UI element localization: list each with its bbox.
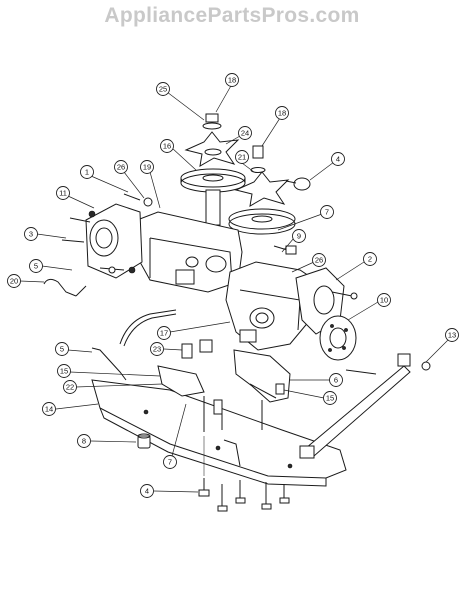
svg-text:4: 4 xyxy=(336,155,340,164)
svg-text:19: 19 xyxy=(143,163,151,172)
nut-8[interactable] xyxy=(137,433,151,449)
svg-text:2: 2 xyxy=(368,255,372,264)
callout-3[interactable]: 3 xyxy=(24,227,67,241)
callout-22[interactable]: 22 xyxy=(63,380,163,394)
axle-flange-10[interactable] xyxy=(319,315,357,361)
callout-11[interactable]: 11 xyxy=(56,186,95,209)
svg-text:14: 14 xyxy=(45,405,53,414)
pulley-16[interactable] xyxy=(180,168,246,226)
callout-5[interactable]: 5 xyxy=(55,342,93,356)
callout-10[interactable]: 10 xyxy=(347,293,391,321)
callout-26[interactable]: 26 xyxy=(114,160,145,199)
callout-16[interactable]: 16 xyxy=(160,139,197,171)
left-transmission-housing[interactable] xyxy=(131,211,243,293)
callout-4[interactable]: 4 xyxy=(140,484,199,498)
clip-15[interactable] xyxy=(213,383,285,415)
vertical-bolts[interactable] xyxy=(203,396,263,476)
callout-15[interactable]: 15 xyxy=(283,389,337,405)
right-transmission-housing[interactable] xyxy=(225,261,319,351)
callout-19[interactable]: 19 xyxy=(140,160,161,209)
svg-text:5: 5 xyxy=(60,345,64,354)
knob-4[interactable] xyxy=(285,177,311,191)
bracket-22[interactable] xyxy=(157,365,205,397)
fan-blade-24[interactable] xyxy=(184,131,240,167)
svg-text:3: 3 xyxy=(29,230,33,239)
svg-text:16: 16 xyxy=(163,142,171,151)
svg-text:20: 20 xyxy=(10,277,18,286)
left-cover-plate-11[interactable] xyxy=(85,203,143,279)
rod-20[interactable] xyxy=(43,278,87,297)
callout-24[interactable]: 24 xyxy=(225,126,252,145)
svg-text:10: 10 xyxy=(380,296,388,305)
svg-text:21: 21 xyxy=(238,153,246,162)
callout-20[interactable]: 20 xyxy=(7,274,45,288)
svg-text:24: 24 xyxy=(241,129,249,138)
callout-26[interactable]: 26 xyxy=(291,253,326,273)
callout-18[interactable]: 18 xyxy=(215,73,239,113)
nut-washer-25[interactable] xyxy=(202,113,222,130)
svg-text:9: 9 xyxy=(297,232,301,241)
callout-17[interactable]: 17 xyxy=(157,321,231,340)
callouts: 18 25 24 18 16 21 4 1 xyxy=(7,73,459,498)
callout-4[interactable]: 4 xyxy=(309,152,345,181)
svg-text:18: 18 xyxy=(228,76,236,85)
callout-23[interactable]: 23 xyxy=(150,342,183,356)
callout-1[interactable]: 1 xyxy=(80,165,129,193)
svg-text:26: 26 xyxy=(315,256,323,265)
callout-15[interactable]: 15 xyxy=(57,364,161,378)
site-watermark: AppliancePartsPros.com xyxy=(104,4,360,27)
callout-9[interactable]: 9 xyxy=(281,229,306,253)
callout-18[interactable]: 18 xyxy=(261,106,289,147)
bolts-left[interactable] xyxy=(61,193,153,274)
mounting-plate-14[interactable] xyxy=(91,379,347,487)
callout-14[interactable]: 14 xyxy=(42,402,99,416)
svg-text:8: 8 xyxy=(82,437,86,446)
svg-text:1: 1 xyxy=(85,168,89,177)
hydraulic-tube[interactable] xyxy=(119,309,177,347)
svg-text:15: 15 xyxy=(60,367,68,376)
svg-text:15: 15 xyxy=(326,394,334,403)
bottom-bolts[interactable] xyxy=(198,478,290,512)
svg-text:25: 25 xyxy=(159,85,167,94)
callout-21[interactable]: 21 xyxy=(235,150,255,173)
spacer-23[interactable] xyxy=(181,339,213,359)
control-arm-13[interactable] xyxy=(299,353,431,459)
pulley-right[interactable] xyxy=(228,208,296,235)
callout-25[interactable]: 25 xyxy=(156,82,205,121)
svg-text:18: 18 xyxy=(278,109,286,118)
callout-8[interactable]: 8 xyxy=(77,434,137,448)
bolts-right[interactable] xyxy=(273,245,377,375)
callout-5[interactable]: 5 xyxy=(29,259,73,273)
callout-6[interactable]: 6 xyxy=(290,373,343,387)
svg-text:26: 26 xyxy=(117,163,125,172)
fan-blade-right[interactable] xyxy=(234,145,290,207)
callout-7[interactable]: 7 xyxy=(163,403,187,469)
callout-13[interactable]: 13 xyxy=(425,328,459,363)
svg-text:4: 4 xyxy=(145,487,149,496)
svg-text:17: 17 xyxy=(160,329,168,338)
svg-text:5: 5 xyxy=(34,262,38,271)
callout-7[interactable]: 7 xyxy=(277,205,334,231)
svg-text:11: 11 xyxy=(59,189,67,198)
hanger-rod-5[interactable] xyxy=(91,347,127,381)
svg-text:6: 6 xyxy=(334,376,338,385)
svg-text:23: 23 xyxy=(153,345,161,354)
svg-text:22: 22 xyxy=(66,383,74,392)
callout-2[interactable]: 2 xyxy=(335,252,377,281)
svg-text:7: 7 xyxy=(325,208,329,217)
svg-text:7: 7 xyxy=(168,458,172,467)
svg-text:13: 13 xyxy=(448,331,456,340)
